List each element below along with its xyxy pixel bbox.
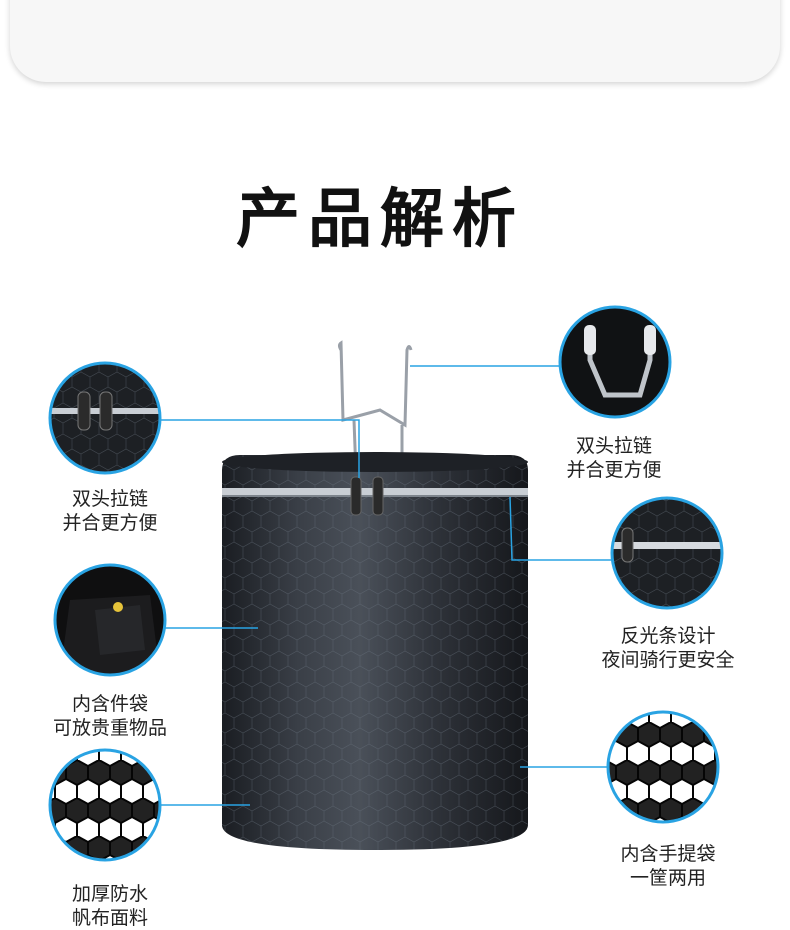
callout-lines: [160, 365, 612, 806]
caption-inner-pocket: 内含件袋可放贵重物品: [52, 693, 167, 739]
caption-reflective: 反光条设计夜间骑行更安全: [601, 625, 735, 671]
caption-zipper-right: 双头拉链并合更方便: [566, 435, 662, 481]
zipper-closeup: [50, 363, 160, 473]
caption-zipper-left: 双头拉链并合更方便: [62, 488, 158, 534]
tote-closeup: [608, 712, 718, 822]
inner-pocket-closeup: [55, 565, 165, 675]
page-title: 产品解析: [236, 183, 524, 257]
reflective-closeup: [612, 498, 722, 608]
caption-tote: 内含手提袋一筐两用: [620, 843, 716, 889]
bag-body: [222, 452, 528, 850]
fabric-closeup: [50, 750, 160, 860]
top-card: [10, 0, 780, 82]
caption-waterproof: 加厚防水帆布面料: [71, 883, 148, 929]
hooks-closeup: [560, 307, 670, 417]
